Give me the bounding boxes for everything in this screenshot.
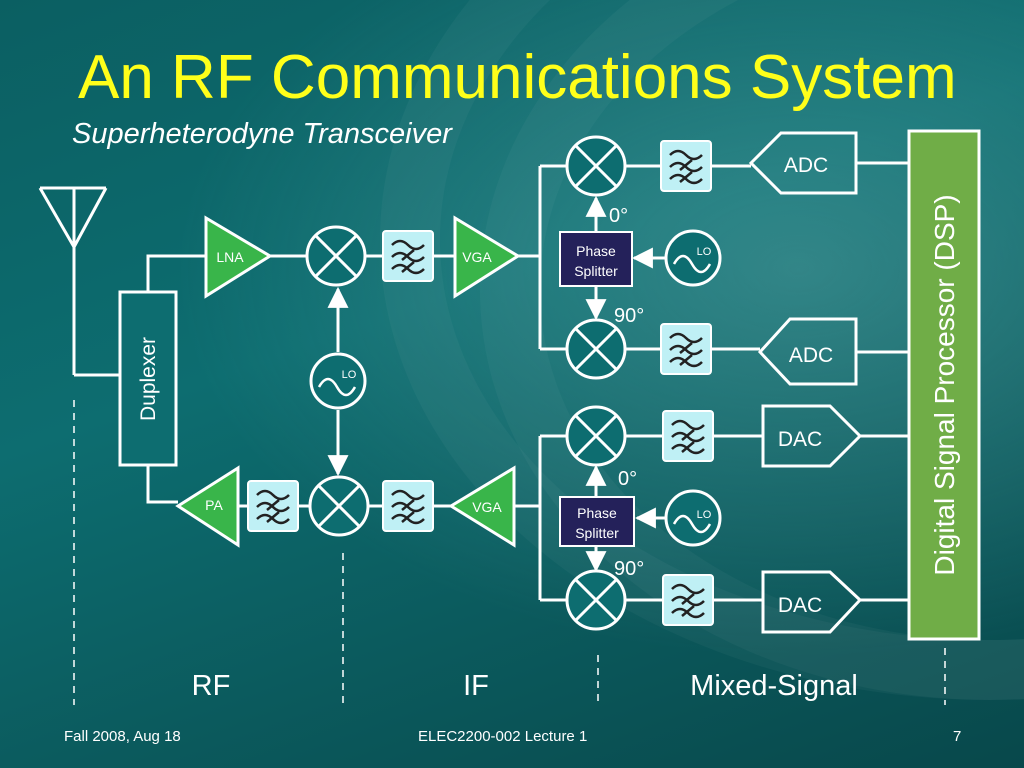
if-filter-rx [381,229,435,283]
oscillator-icon [309,352,367,410]
dac-i: DAC [761,404,863,468]
dsp-label: Digital Signal Processor (DSP) [929,194,960,575]
rf-mixer-tx [308,475,370,537]
rf-mixer-rx [305,225,367,287]
duplexer-label: Duplexer [137,337,160,421]
dsp-block: Digital Signal Processor (DSP) [907,129,981,641]
slide-subtitle: Superheterodyne Transceiver [72,118,452,150]
dac-i-label: DAC [778,428,822,451]
oscillator-icon [664,229,722,287]
footer-course: ELEC2200-002 Lecture 1 [418,728,588,745]
bb-filter-q-rx [659,322,713,376]
lna-amplifier: LNA [204,215,273,299]
if-filter-tx [381,479,435,533]
lo-if-label: LO [342,369,357,381]
phase-splitter-rx-line2: Splitter [574,263,618,279]
dac-q-label: DAC [778,594,822,617]
lo-tx-baseband: LO [664,489,722,547]
q-mixer-rx [565,318,627,380]
phase-0-rx: 0° [609,205,628,227]
signal-wires [72,161,909,602]
section-label-rf: RF [192,670,231,702]
lo-if: LO [309,352,367,410]
phase-splitter-tx: Phase Splitter [559,496,635,547]
phase-splitter-tx-line2: Splitter [575,525,619,541]
adc-i: ADC [748,131,858,195]
bb-filter-i-rx [659,139,713,193]
rf-filter-tx [246,479,300,533]
oscillator-icon [664,489,722,547]
lna-label: LNA [216,249,244,265]
phase-splitter-tx-line1: Phase [577,505,617,521]
phase-90-tx: 90° [614,558,644,580]
antenna-icon [38,186,108,248]
section-label-mixed-signal: Mixed-Signal [690,670,858,702]
footer-page-number: 7 [953,728,962,745]
pa-label: PA [205,497,223,513]
i-mixer-tx [565,405,627,467]
vga-tx-label: VGA [472,499,502,515]
vga-tx-amplifier: VGA [448,465,516,548]
vga-rx-amplifier: VGA [453,215,521,299]
lo-tx-label: LO [697,509,712,521]
bb-filter-i-tx [661,409,715,463]
slide-title: An RF Communications System [78,43,957,112]
dac-q: DAC [761,570,863,634]
section-label-if: IF [463,670,489,702]
i-mixer-rx [565,135,627,197]
section-dividers [73,400,946,705]
vga-rx-label: VGA [462,249,492,265]
lo-rx-baseband: LO [664,229,722,287]
adc-q-label: ADC [789,344,833,367]
phase-90-rx: 90° [614,305,644,327]
lo-arrows [327,195,666,573]
phase-0-tx: 0° [618,468,637,490]
lo-rx-label: LO [697,246,712,258]
bb-filter-q-tx [661,573,715,627]
footer-date: Fall 2008, Aug 18 [64,728,181,745]
adc-i-label: ADC [784,154,828,177]
duplexer-block: Duplexer [118,290,178,467]
phase-splitter-rx-line1: Phase [576,243,616,259]
phase-splitter-rx: Phase Splitter [559,231,633,287]
adc-q: ADC [757,317,858,386]
pa-amplifier: PA [175,465,240,548]
